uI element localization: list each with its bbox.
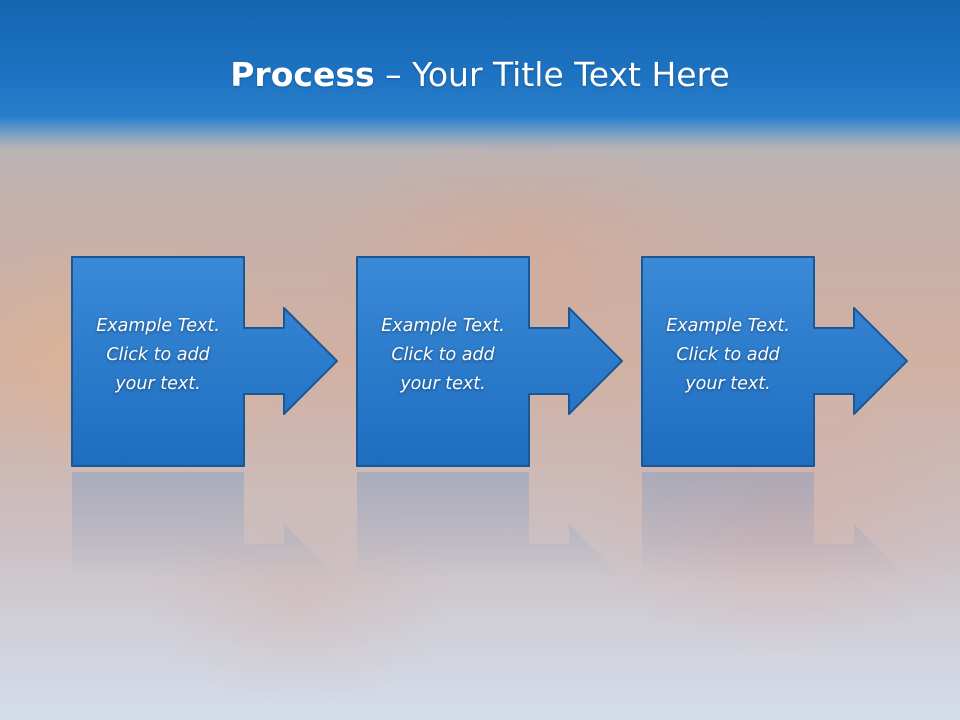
process-step-3[interactable]: Example Text. Click to add your text. (641, 256, 911, 580)
step-text-line: Example Text. (381, 316, 505, 336)
title-bold: Process (230, 55, 375, 94)
step-text-line: Example Text. (96, 316, 220, 336)
step-text[interactable]: Example Text. Click to add your text. (643, 312, 813, 399)
process-step-2[interactable]: Example Text. Click to add your text. (356, 256, 626, 580)
step-text-line: Click to add (676, 345, 780, 365)
step-box-arrow-shape (356, 256, 623, 467)
step-reflection (641, 470, 911, 580)
step-text-line: Example Text. (666, 316, 790, 336)
step-text[interactable]: Example Text. Click to add your text. (73, 312, 243, 399)
process-step-1[interactable]: Example Text. Click to add your text. (71, 256, 341, 580)
slide-title[interactable]: Process – Your Title Text Here (0, 50, 960, 100)
step-reflection (71, 470, 341, 580)
step-reflection (356, 470, 626, 580)
step-text-line: your text. (400, 374, 486, 394)
step-text-line: Click to add (106, 345, 210, 365)
step-text[interactable]: Example Text. Click to add your text. (358, 312, 528, 399)
step-text-line: your text. (115, 374, 201, 394)
title-rest: – Your Title Text Here (374, 55, 730, 94)
title-bar (0, 0, 960, 150)
step-text-line: Click to add (391, 345, 495, 365)
step-box-arrow-shape (71, 256, 338, 467)
step-box-arrow-shape (641, 256, 908, 467)
step-text-line: your text. (685, 374, 771, 394)
